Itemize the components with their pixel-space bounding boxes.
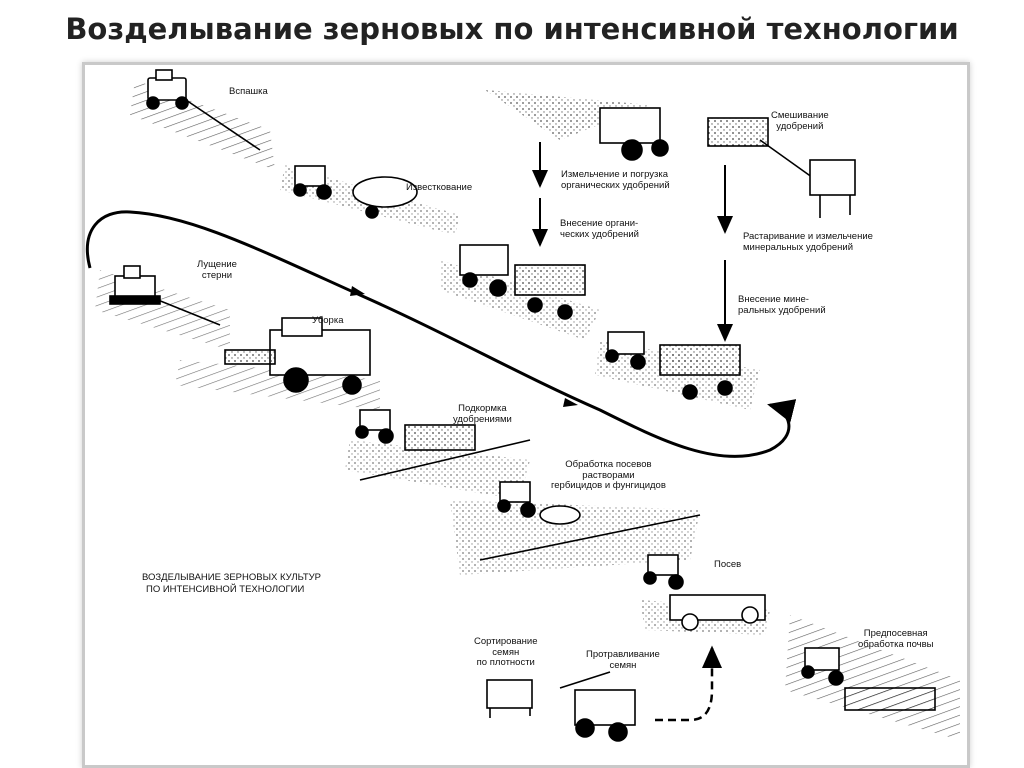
seed-treater	[559, 671, 636, 742]
combine-harvester	[224, 317, 371, 395]
field-top-dressing	[345, 440, 530, 500]
tractor-presowing	[801, 647, 936, 711]
label-mineral-apply: Внесение мине-ральных удобрений	[738, 294, 826, 316]
organic-loader	[599, 107, 669, 161]
loop-arrowheads	[350, 286, 578, 407]
tractor-sprayer	[479, 481, 701, 561]
label-plowing: Вспашка	[229, 86, 268, 97]
label-harvest: Уборка	[312, 315, 344, 326]
seed-arrow	[655, 645, 722, 722]
tractor-liming	[293, 165, 418, 219]
mineral-spreader	[605, 331, 741, 400]
label-organic-apply: Внесение органи-ческих удобрений	[560, 218, 639, 240]
field-spraying	[450, 500, 700, 575]
diagram-caption: ВОЗДЕЛЫВАНИЕ ЗЕРНОВЫХ КУЛЬТУР ПО ИНТЕНСИ…	[142, 572, 322, 595]
mixing-hopper	[707, 117, 856, 218]
page-title: Возделывание зерновых по интенсивной тех…	[65, 12, 959, 46]
field-harvest	[175, 360, 380, 410]
tractor-plowing	[146, 69, 261, 151]
seed-sorter	[486, 679, 533, 718]
main-loop-arrow	[85, 210, 797, 458]
organic-truck	[459, 244, 586, 320]
field-organic	[440, 90, 650, 340]
label-liming: Известкование	[406, 182, 473, 193]
field-plowing	[130, 80, 275, 170]
label-sowing: Посев	[714, 559, 742, 570]
tractor-stubble	[109, 265, 221, 326]
tractor-sowing	[643, 554, 766, 631]
tractor-top-dressing	[355, 409, 531, 481]
